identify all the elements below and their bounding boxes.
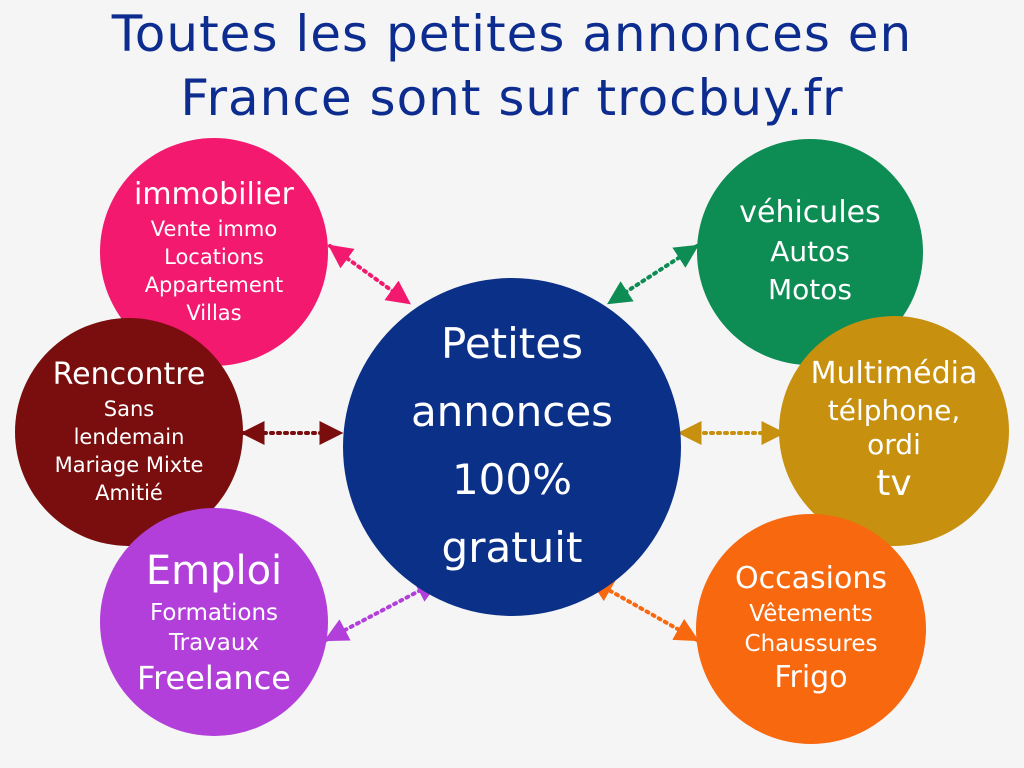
category-item: lendemain [73,425,185,449]
category-rencontre: Rencontre Sans lendemain Mariage Mixte A… [15,318,243,546]
headline-line-2: France sont sur trocbuy.fr [180,69,844,127]
category-title: Emploi [145,548,283,594]
category-item: Mariage Mixte [54,453,204,477]
center-line-1: Petites [441,319,583,368]
category-item: Freelance [137,659,291,697]
category-item: tv [876,463,912,504]
category-title: Multimédia [810,356,978,391]
category-title: immobilier [134,177,294,212]
arrow-immobilier [328,244,411,305]
arrow-emploi [323,579,441,642]
category-title: véhicules [739,195,881,230]
category-item: Villas [186,301,242,325]
center-line-3: 100% [451,455,573,504]
center-line-4: gratuit [441,523,583,572]
category-emploi: Emploi Formations Travaux Freelance [100,508,328,736]
arrow-occasions [588,578,700,642]
center-line-2: annonces [410,387,614,436]
category-item: Vente immo [150,217,278,241]
category-item: ordi [867,428,921,461]
category-item: Chaussures [744,631,878,657]
headline: Toutes les petites annonces en France so… [0,2,1024,130]
category-item: Formations [149,600,279,626]
center-bubble: Petites annonces 100% gratuit [343,278,681,616]
arrow-vehicules [606,244,700,305]
category-multimedia: Multimédia télphone, ordi tv [779,316,1009,546]
category-item: Travaux [168,630,260,656]
category-item: Appartement [144,273,284,297]
category-item: Frigo [774,660,848,695]
category-item: Amitié [95,481,163,505]
category-item: Sans [103,397,155,421]
category-item: Vêtements [749,601,873,627]
category-title: Occasions [735,561,887,596]
category-item: télphone, [827,394,961,427]
category-title: Rencontre [52,357,206,392]
category-item: Motos [768,273,852,306]
headline-line-1: Toutes les petites annonces en [111,5,913,63]
category-item: Autos [770,235,850,268]
category-occasions: Occasions Vêtements Chaussures Frigo [696,514,926,744]
category-item: Locations [164,245,264,269]
